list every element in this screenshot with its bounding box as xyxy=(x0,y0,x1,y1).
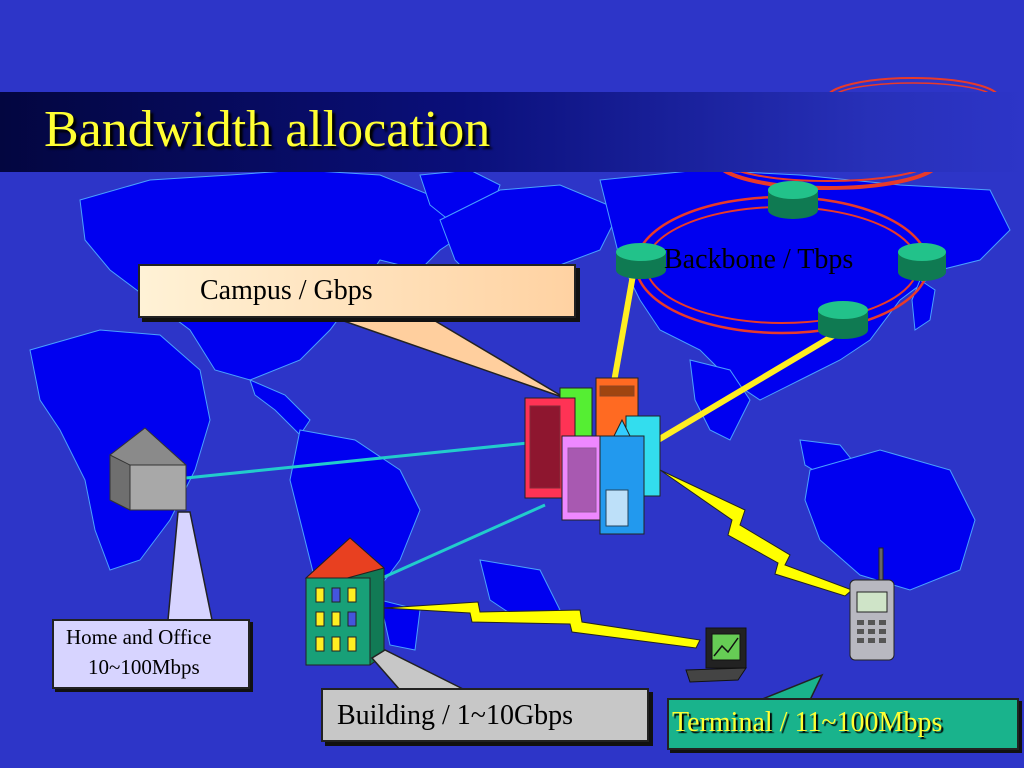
office-building-icon xyxy=(304,537,386,666)
city-buildings-icon xyxy=(524,377,661,535)
home-callout xyxy=(52,619,250,689)
terminal-label: Terminal / 11~100Mbps xyxy=(672,707,943,738)
terminal-callout xyxy=(667,698,1019,750)
campus-label: Campus / Gbps xyxy=(200,275,373,306)
backbone-label: Backbone / Tbps xyxy=(664,244,854,275)
wireless-links xyxy=(383,469,853,649)
home-label-line2: 10~100Mbps xyxy=(88,655,200,679)
building-label: Building / 1~10Gbps xyxy=(337,700,574,731)
building-callout-pointer xyxy=(370,649,466,691)
home-callout-pointer xyxy=(167,511,213,621)
backbone-links xyxy=(611,274,845,443)
laptop-icon xyxy=(685,627,747,683)
router-icon xyxy=(768,181,818,219)
slide-title: Bandwidth allocation xyxy=(44,101,491,158)
building-callout xyxy=(321,688,649,742)
title-bar xyxy=(0,92,1024,172)
campus-callout-pointer xyxy=(317,311,566,399)
terminal-callout-pointer xyxy=(759,673,824,701)
lan-links xyxy=(185,441,546,580)
house-icon xyxy=(109,427,187,511)
campus-callout xyxy=(138,264,576,318)
router-icon xyxy=(818,301,868,339)
router-icon xyxy=(616,243,666,279)
mobile-phone-icon xyxy=(849,547,895,661)
home-label-line1: Home and Office xyxy=(66,625,212,649)
router-icon xyxy=(898,243,946,281)
